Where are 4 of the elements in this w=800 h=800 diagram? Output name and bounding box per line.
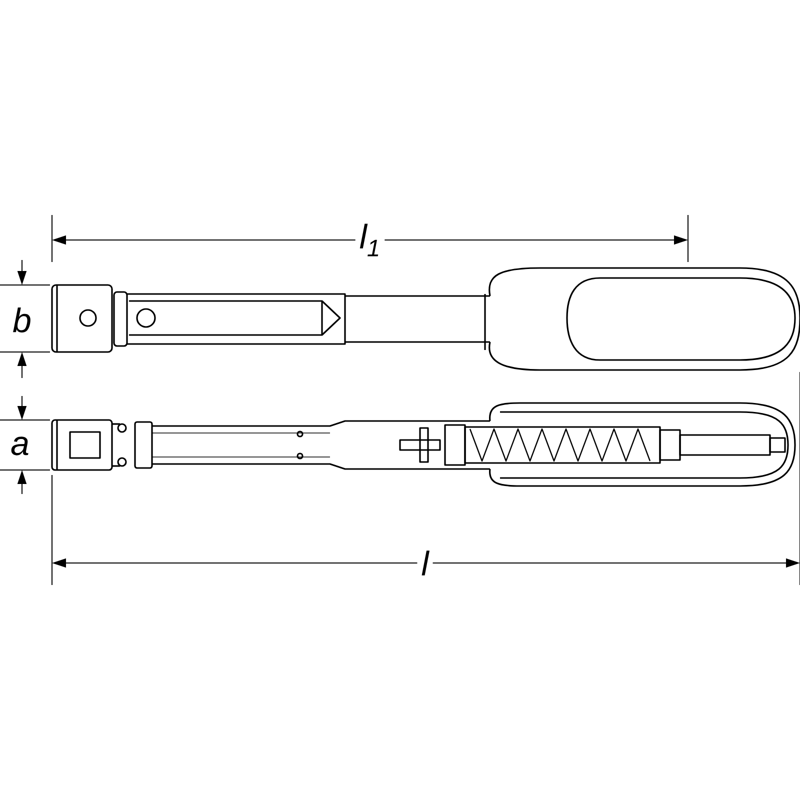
dimension-label: b [8, 304, 36, 336]
dimension-label: a [6, 432, 34, 460]
dimension-label: l$_{1}$ [355, 220, 385, 260]
dimension-label: l [417, 546, 433, 580]
